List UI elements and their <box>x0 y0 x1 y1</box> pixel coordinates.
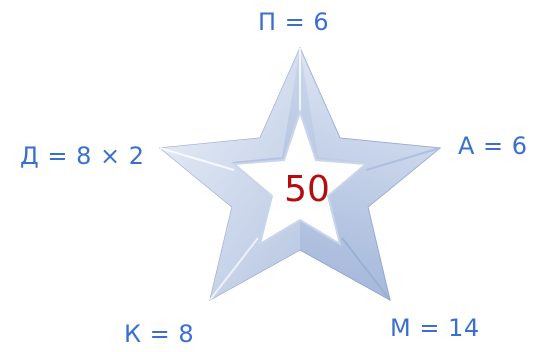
center-value: 50 <box>284 169 330 210</box>
label-left: Д = 8 × 2 <box>20 142 145 170</box>
label-bottom-left: К = 8 <box>124 320 195 348</box>
label-bottom-right: М = 14 <box>390 314 480 342</box>
star-inner <box>231 108 369 247</box>
label-right: А = 6 <box>458 132 528 160</box>
label-top: П = 6 <box>258 8 330 36</box>
